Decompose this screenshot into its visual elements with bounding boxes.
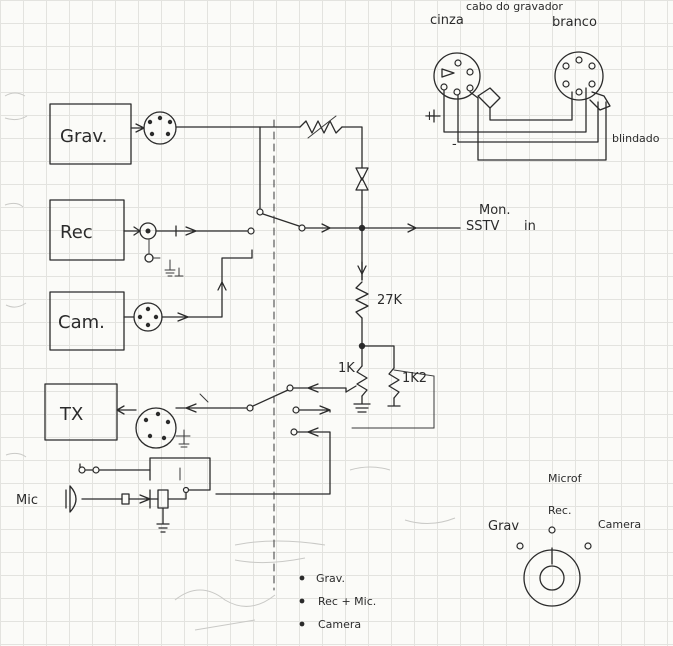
cable-left-din <box>433 52 481 100</box>
switch-contact-6 <box>292 406 300 414</box>
legend-bullet-1 <box>299 575 305 581</box>
cam-din-connector <box>123 302 163 332</box>
legend-bullet-3 <box>299 621 305 627</box>
rotary-position-camera <box>584 542 592 550</box>
resistor-27k <box>355 281 369 319</box>
output-sstv-label: SSTV <box>466 219 499 234</box>
rotary-label-rec: Rec. <box>548 504 571 517</box>
grav-din-connector <box>130 111 177 145</box>
block-rec-box <box>49 199 125 261</box>
resistor-1k-label: 1K <box>338 361 355 376</box>
block-cam-box <box>49 291 125 351</box>
rotary-position-grav <box>516 542 524 550</box>
legend-item-rec-mic: Rec + Mic. <box>318 595 376 608</box>
cable-right-label: branco <box>552 15 597 30</box>
rotary-knob-inner <box>539 565 565 591</box>
resistor-1k <box>356 365 368 397</box>
output-in-label: in <box>524 219 536 234</box>
block-grav-label: Grav. <box>60 126 107 147</box>
cable-plus-mark <box>427 109 441 123</box>
legend-item-camera: Camera <box>318 618 361 631</box>
cable-right-din <box>554 51 604 101</box>
resistor-56k <box>299 120 343 134</box>
block-cam-label: Cam. <box>58 312 105 333</box>
diode-symbol <box>355 167 369 191</box>
cable-left-label: cinza <box>430 13 464 28</box>
mic-icon <box>65 485 77 513</box>
switch-contact-1 <box>256 208 264 216</box>
rotary-position-rec <box>548 526 556 534</box>
resistor-27k-label: 27K <box>377 293 403 308</box>
legend-item-grav: Grav. <box>316 572 345 585</box>
resistor-1k2-label: 1K2 <box>402 371 427 386</box>
cable-plus-label: + <box>424 109 435 124</box>
switch-contact-3 <box>247 227 255 235</box>
cable-title: cabo do gravador <box>466 0 563 13</box>
block-tx-label: TX <box>59 404 83 425</box>
block-rec-label: Rec <box>60 222 93 243</box>
legend-bullet-2 <box>299 598 305 604</box>
mic-label: Mic <box>16 493 38 508</box>
mic-switch-contact <box>182 486 190 494</box>
mic-jack-block <box>157 489 169 509</box>
rotary-label-camera: Camera <box>598 518 641 531</box>
cable-minus-label: - <box>452 137 457 152</box>
resistor-1k2 <box>388 367 400 399</box>
cable-shield-label: blindado <box>612 132 660 145</box>
background-show-through <box>4 92 456 631</box>
block-tx-box <box>44 383 118 441</box>
block-grav-box <box>49 103 132 165</box>
switch-contact-7 <box>290 428 298 436</box>
rotary-label-grav: Grav <box>488 519 519 534</box>
rotary-label-microf: Microf <box>548 472 583 485</box>
tx-din-connector <box>116 405 191 449</box>
rec-rca-connector <box>123 222 184 277</box>
switch-contact-4 <box>246 404 254 412</box>
mic-capacitor <box>121 493 130 505</box>
output-mon-label: Mon. <box>479 203 511 218</box>
switch-contact-5 <box>286 384 294 392</box>
switch-contact-2 <box>298 224 306 232</box>
